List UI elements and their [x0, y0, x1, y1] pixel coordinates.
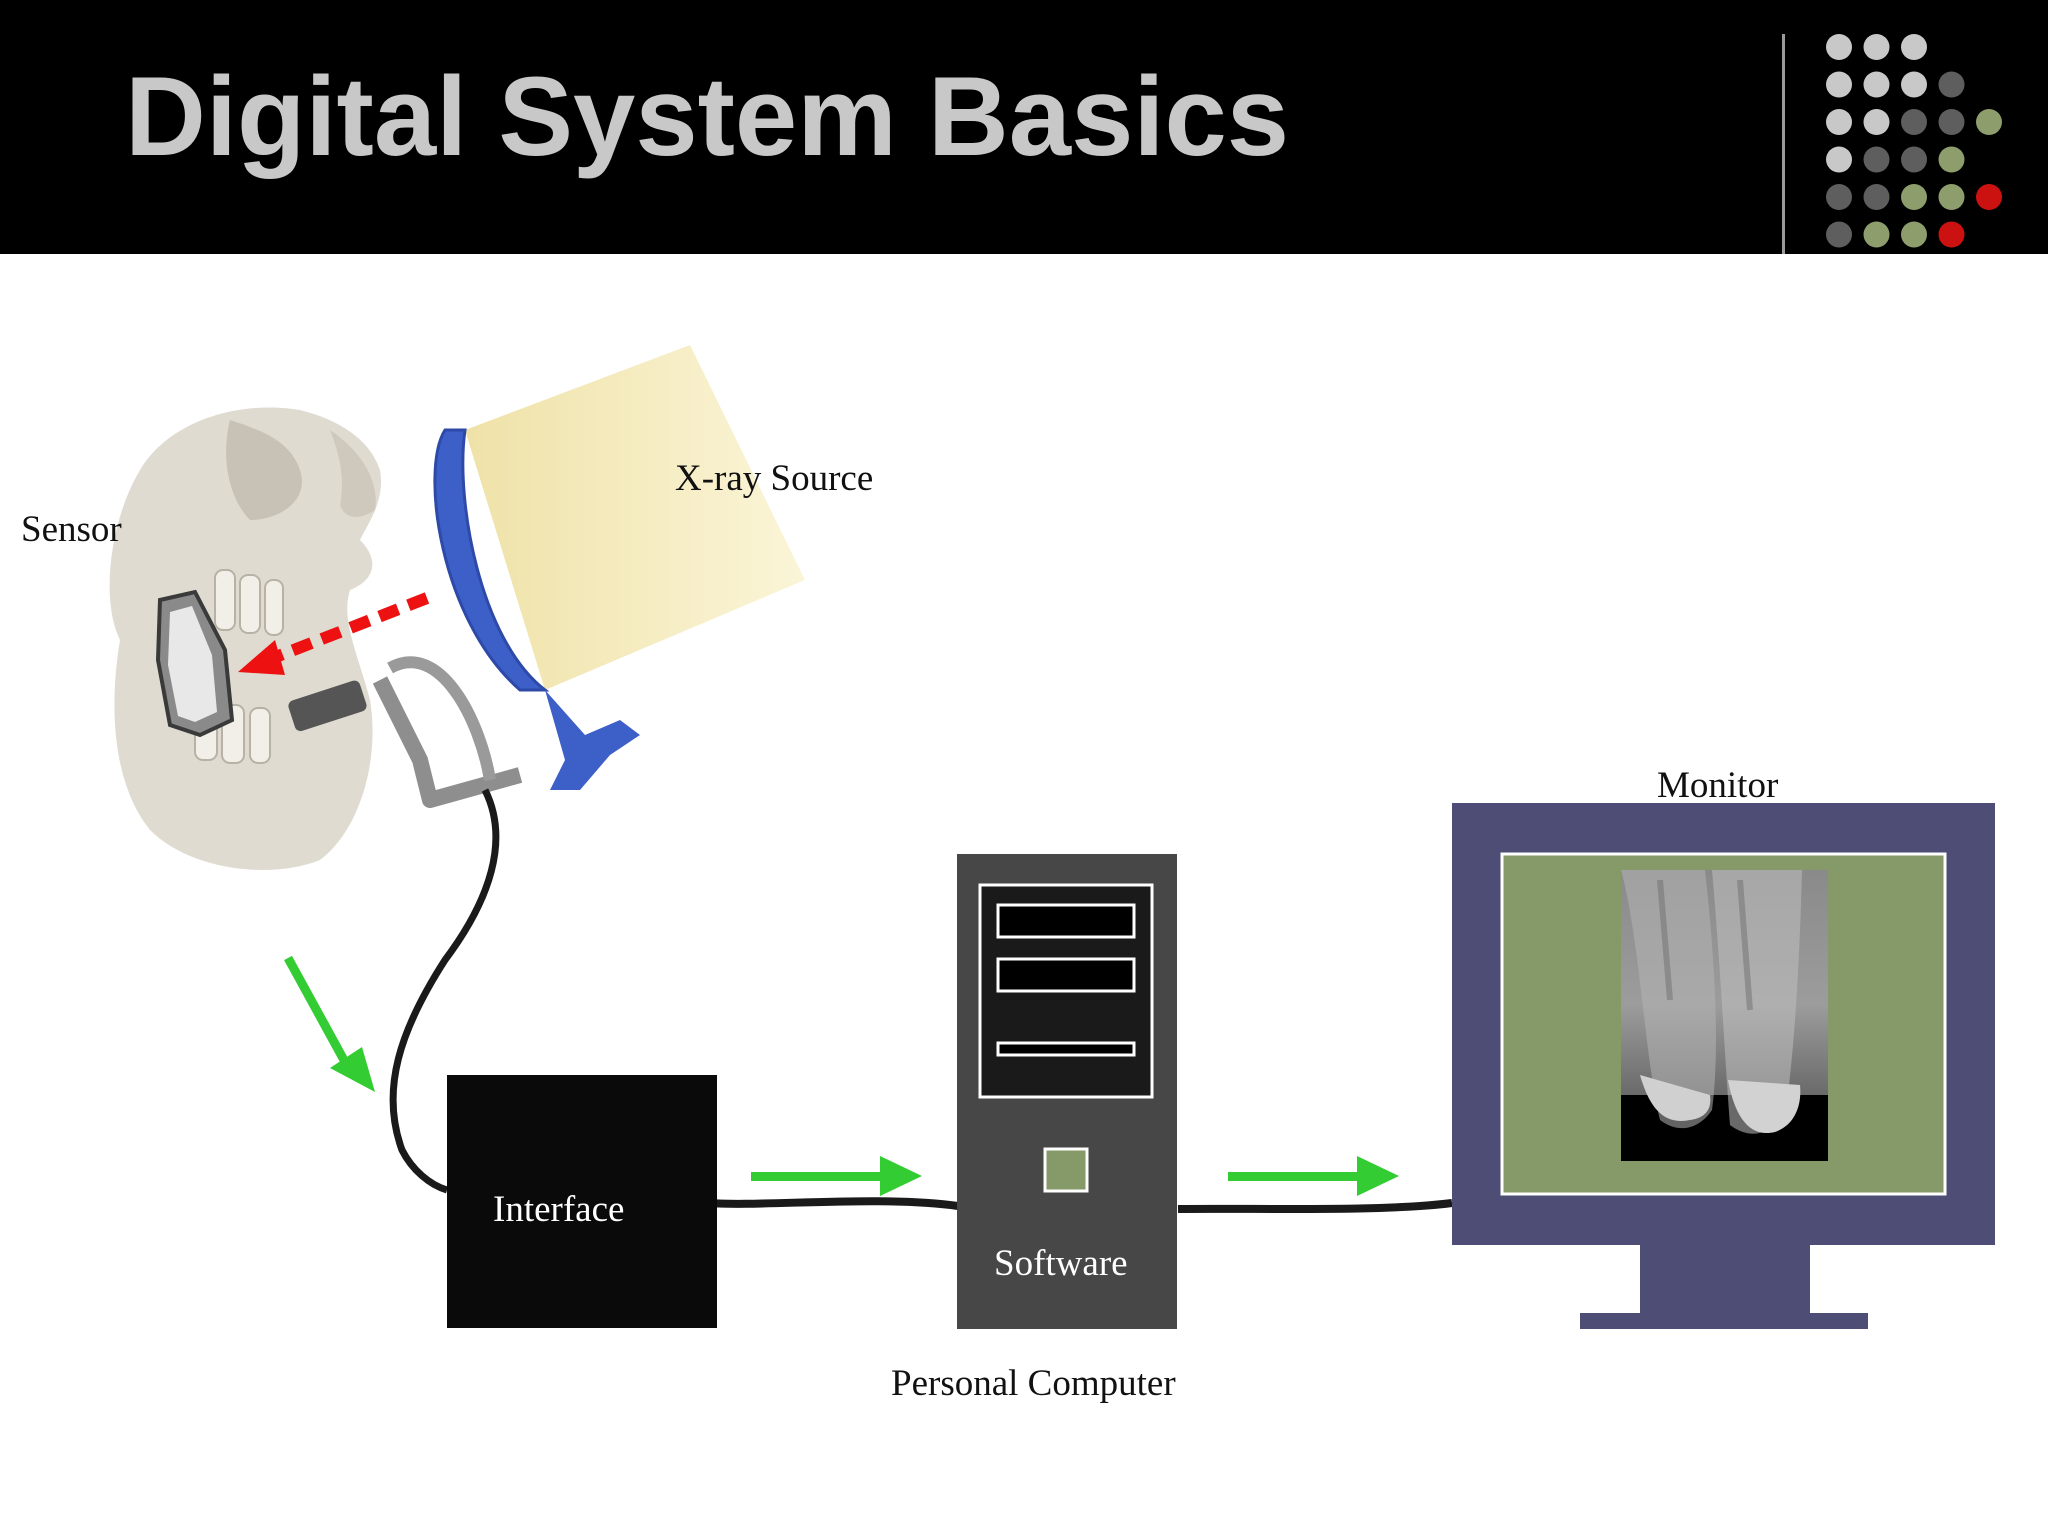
sensor-label: Sensor — [21, 509, 122, 550]
monitor — [1452, 803, 1995, 1329]
system-diagram — [109, 345, 1995, 1329]
decor-dot — [1826, 109, 1852, 135]
decor-dot — [1976, 184, 2002, 210]
power-button — [1043, 1147, 1089, 1193]
decor-dot — [1863, 184, 1890, 210]
disk-slot — [996, 1041, 1136, 1057]
decor-dot — [1901, 146, 1927, 173]
decor-dot — [1863, 71, 1890, 98]
decor-dot — [1901, 184, 1927, 210]
decor-dot — [1826, 184, 1852, 210]
xray-source-label: X-ray Source — [675, 458, 874, 499]
decor-dot — [1826, 146, 1852, 173]
decor-dot — [1938, 184, 1965, 210]
decor-dot — [1938, 221, 1965, 248]
flow-arrow-sensor-to-interface — [284, 955, 375, 1092]
decor-dot — [1901, 221, 1927, 248]
decor-dot — [1826, 71, 1852, 98]
decor-dot — [1901, 34, 1927, 60]
xray-cone — [433, 345, 805, 790]
interface-label: Interface — [493, 1189, 625, 1230]
personal-computer-label: Personal Computer — [891, 1363, 1176, 1404]
flow-arrow-pc-to-monitor — [1228, 1156, 1399, 1196]
flow-arrows — [284, 955, 1399, 1196]
interface-box — [447, 1075, 717, 1328]
decor-dot — [1938, 146, 1965, 173]
decor-dot — [1976, 109, 2002, 135]
decor-dot — [1863, 34, 1890, 60]
decor-dot — [1938, 109, 1965, 135]
software-label: Software — [994, 1243, 1128, 1284]
sensor-holder — [288, 656, 523, 808]
monitor-base — [1580, 1313, 1868, 1329]
monitor-label: Monitor — [1657, 765, 1779, 806]
header-divider — [1782, 34, 1785, 254]
pc-tower — [957, 854, 1177, 1329]
decor-dot — [1826, 34, 1852, 60]
decor-dot — [1863, 146, 1890, 173]
sensor-device — [155, 589, 235, 738]
decor-dot — [1901, 109, 1927, 135]
skull-illustration — [109, 407, 523, 870]
monitor-neck — [1640, 1245, 1810, 1313]
cables — [389, 788, 1453, 1214]
flow-arrow-interface-to-pc — [751, 1156, 922, 1196]
slide-header — [0, 0, 2048, 254]
decor-dot — [1826, 221, 1852, 248]
slide-title: Digital System Basics — [125, 54, 1290, 179]
drive-bay — [996, 903, 1136, 939]
drive-bay — [996, 957, 1136, 993]
decor-dot — [1863, 109, 1890, 135]
dental-xray-image — [1621, 870, 1828, 1161]
decor-dot — [1863, 221, 1890, 248]
decor-dot — [1901, 71, 1927, 98]
decor-dot — [1938, 71, 1965, 98]
xray-beam-arrow — [238, 592, 430, 675]
dot-grid-decoration — [1826, 34, 2002, 248]
